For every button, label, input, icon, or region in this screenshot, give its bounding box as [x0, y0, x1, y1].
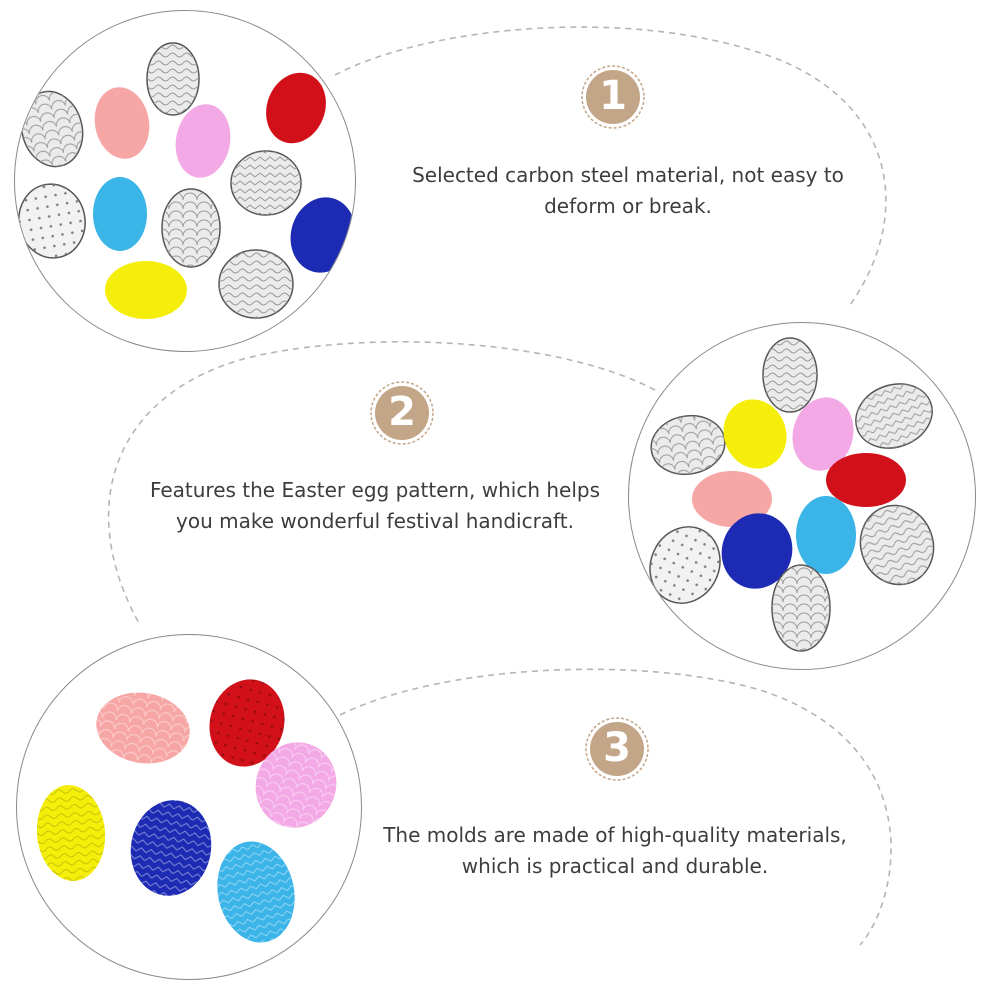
description-line: The molds are made of high-quality mater… [383, 823, 847, 847]
description-line: Features the Easter egg pattern, which h… [149, 478, 601, 502]
badge-circle-icon [581, 65, 645, 129]
product-image-paper-cutouts [16, 634, 362, 980]
feature-description-1: Selected carbon steel material, not easy… [380, 160, 876, 222]
description-line: which is practical and durable. [461, 854, 769, 878]
feature-description-2: Features the Easter egg pattern, which h… [120, 475, 630, 537]
step-number: 1 [599, 73, 627, 119]
description-line: you make wonderful festival handicraft. [176, 509, 574, 533]
product-image-flower-arrangement [628, 322, 976, 670]
step-badge-1: 1 [580, 64, 646, 130]
step-badge-2: 2 [369, 380, 435, 446]
step-number: 3 [603, 725, 631, 771]
description-line: Selected carbon steel material, not easy… [412, 163, 844, 187]
step-number: 2 [388, 389, 416, 435]
step-badge-3: 3 [584, 716, 650, 782]
feature-description-3: The molds are made of high-quality mater… [355, 820, 875, 882]
product-image-assorted-eggs [14, 10, 356, 352]
description-line: deform or break. [544, 194, 712, 218]
badge-circle-icon [370, 381, 434, 445]
badge-circle-icon [585, 717, 649, 781]
